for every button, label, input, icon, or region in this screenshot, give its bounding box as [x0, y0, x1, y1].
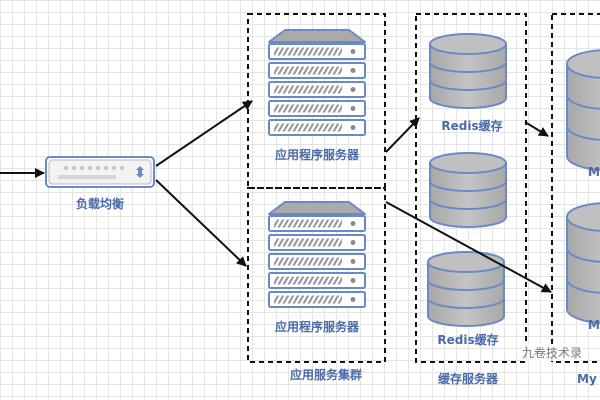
app-cluster-label: 应用服务集群: [289, 368, 363, 382]
mysql-label: M: [588, 318, 600, 332]
app-server-icon: [269, 202, 365, 307]
watermark: 九卷技术录: [522, 344, 583, 361]
mysql-db-icon: [566, 49, 600, 171]
mysql-db-icon: [566, 202, 600, 324]
arrow-lb-to-app2: [155, 179, 247, 267]
app-server-label: 应用程序服务器: [274, 148, 360, 162]
redis-cache-icon: [427, 251, 505, 327]
redis-cache-icon: [429, 152, 507, 228]
redis-cache-icon: [429, 33, 507, 109]
app-cluster-box: [247, 187, 386, 363]
app-server-label: 应用程序服务器: [274, 320, 360, 334]
cache-server-label: 缓存服务器: [437, 372, 499, 386]
db-group-box: [551, 13, 600, 363]
load-balancer-label: 负载均衡: [75, 197, 125, 211]
cache-group-box: [415, 13, 527, 363]
mysql-label: M: [588, 165, 600, 179]
arrow-lb-to-app1: [155, 100, 253, 167]
arrow-app-to-cache: [385, 117, 420, 153]
mysql-group-label: My: [577, 372, 597, 386]
redis-cache-label: Redis缓存: [441, 119, 503, 133]
arrow-app-to-db: [385, 201, 552, 293]
arrow-cache-to-db: [524, 121, 549, 137]
load-balancer-icon: [45, 156, 155, 188]
redis-cache-label: Redis缓存: [437, 333, 499, 347]
app-server-icon: [269, 30, 365, 135]
